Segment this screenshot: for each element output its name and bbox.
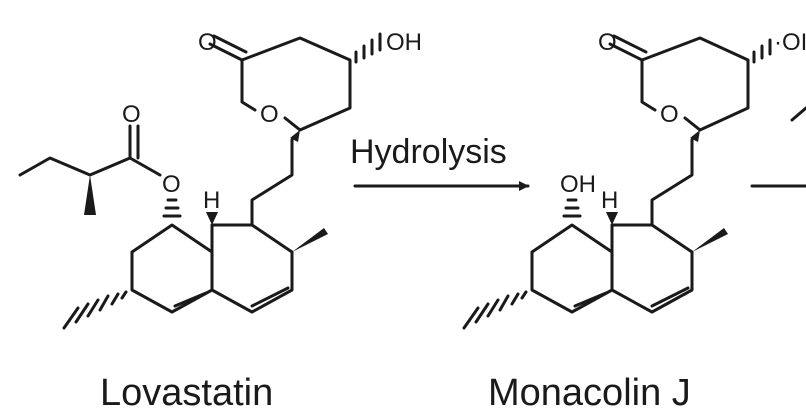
- lactone-carbonyl-oxygen: O: [198, 29, 217, 56]
- ester-side-chain: [18, 124, 182, 218]
- product-lactone-carbonyl-oxygen: O: [598, 29, 617, 56]
- product-lactone-ring-oxygen: O: [660, 101, 679, 128]
- lactone-hydroxyl: OH: [386, 29, 422, 56]
- ester-oxygen: O: [162, 171, 181, 198]
- lovastatin-structure: O O OH H: [18, 29, 422, 330]
- arrow-label: Hydrolysis: [350, 133, 507, 171]
- reactant-name: Lovastatin: [100, 372, 273, 414]
- partial-bond-right: [790, 106, 806, 122]
- product-hashed-bond-oh: [752, 38, 772, 64]
- hashed-bond-oh: [354, 32, 382, 64]
- hashed-methyl-left: [62, 290, 128, 330]
- lactone-ring-product: [608, 34, 750, 132]
- hashed-bond-ester-o: [162, 198, 182, 218]
- lactone-ring: [208, 34, 352, 132]
- product-name: Monacolin J: [488, 372, 691, 414]
- product-ring-junction-hydrogen: H: [601, 187, 618, 214]
- product-ring-hydroxyl: OH: [560, 171, 596, 198]
- product-decalin-core: [530, 223, 694, 314]
- lactone-ring-oxygen: O: [260, 101, 279, 128]
- product-hashed-bond-hydroxyl: [562, 198, 582, 218]
- product-hashed-methyl-left: [462, 290, 528, 330]
- decalin-core: [130, 223, 294, 314]
- ester-carbonyl-oxygen: O: [122, 101, 141, 128]
- product-lactone-hydroxyl-cut: ·OI: [774, 29, 806, 56]
- ring-junction-hydrogen: H: [203, 187, 220, 214]
- monacolin-j-structure: O O ·OI H OH: [462, 29, 806, 330]
